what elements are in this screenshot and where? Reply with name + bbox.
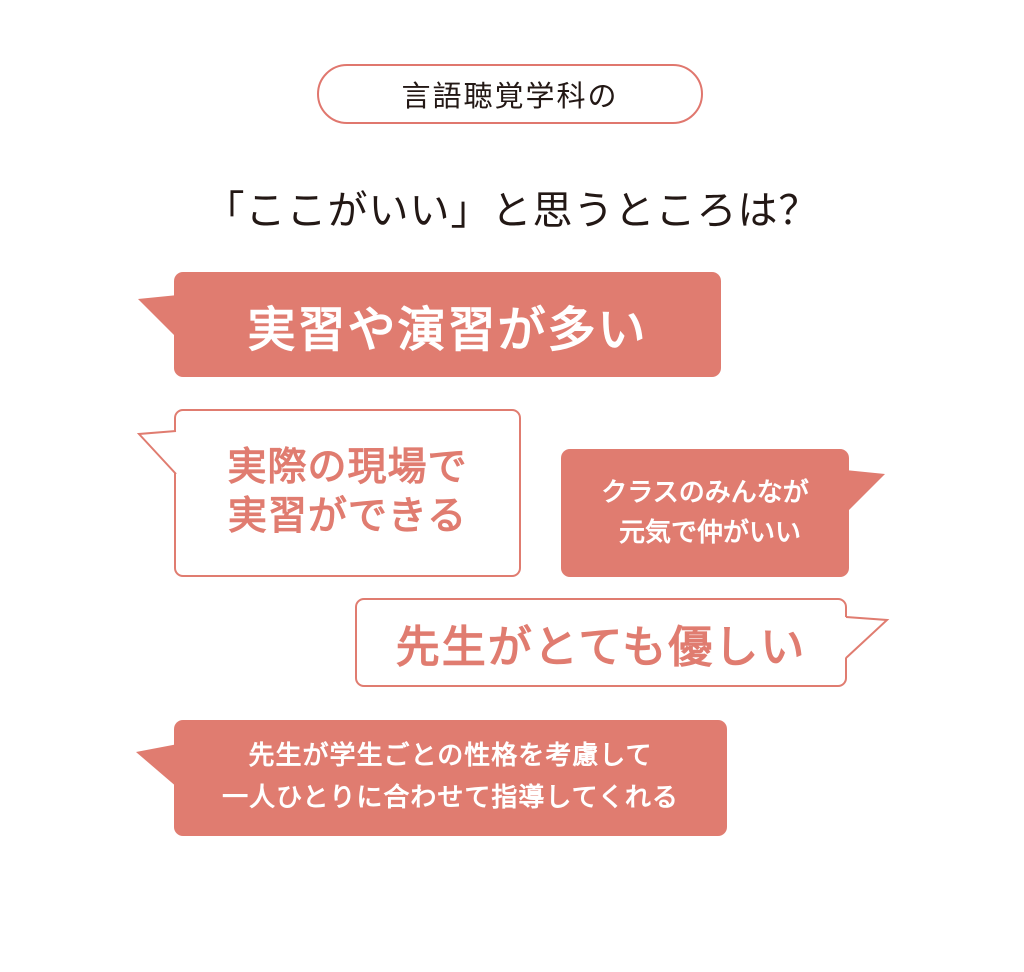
comment-text-class-line2: 元気で仲がいい	[618, 518, 801, 548]
comment-bubble-guidance: 先生が学生ごとの性格を考慮して 一人ひとりに合わせて指導してくれる	[174, 720, 727, 836]
comment-text-onsite-line1: 実際の現場で	[227, 445, 468, 491]
speech-tail-right-2	[845, 616, 890, 659]
department-label: 言語聴覚学科の	[401, 79, 619, 113]
speech-tail-right-1	[845, 470, 885, 514]
speech-tail-left-3	[136, 744, 178, 788]
page-title: 「ここがいい」と思うところは？	[204, 188, 820, 234]
comment-text-teachers: 先生がとても優しい	[395, 621, 807, 673]
comment-text-guidance-line2: 一人ひとりに合わせて指導してくれる	[222, 783, 679, 813]
comment-bubble-practice: 実習や演習が多い	[174, 272, 721, 377]
comment-text-onsite-line2: 実習ができる	[227, 494, 468, 539]
speech-tail-left-1	[138, 295, 178, 339]
department-label-pill: 言語聴覚学科の	[317, 64, 703, 124]
speech-tail-left-2	[136, 430, 177, 475]
comment-text-guidance-line1: 先生が学生ごとの性格を考慮して	[248, 741, 653, 772]
comment-bubble-teachers: 先生がとても優しい	[355, 598, 847, 687]
comment-bubble-onsite: 実際の現場で 実習ができる	[174, 409, 521, 577]
comment-text-practice: 実習や演習が多い	[247, 301, 648, 358]
comment-text-class-line1: クラスのみんなが	[601, 477, 809, 508]
comment-bubble-class: クラスのみんなが 元気で仲がいい	[561, 449, 849, 577]
